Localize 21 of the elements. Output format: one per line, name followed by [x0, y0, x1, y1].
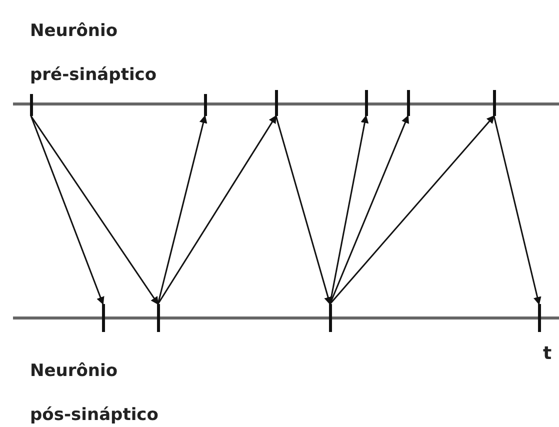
neuron-label: Neurônio pós-sináptico — [30, 360, 160, 427]
spike-mark — [538, 304, 540, 332]
spike-mark — [204, 94, 206, 116]
spike-mark — [156, 304, 160, 332]
spike-mark — [274, 90, 278, 116]
spike-mark — [102, 304, 104, 332]
spike-mark — [328, 304, 332, 332]
arrow — [30, 116, 159, 305]
time-label: t — [543, 342, 552, 366]
arrow — [30, 116, 104, 305]
neuron-label: Neurônio pré-sináptico — [30, 20, 158, 87]
spike-mark — [30, 94, 32, 116]
spike-mark — [364, 90, 368, 116]
arrow — [329, 115, 495, 304]
arrow — [157, 115, 277, 304]
spike-mark — [406, 90, 410, 116]
arrow — [157, 115, 208, 304]
spike-mark — [492, 90, 496, 116]
arrow — [329, 115, 409, 304]
arrow — [493, 116, 542, 305]
arrow — [275, 116, 332, 305]
